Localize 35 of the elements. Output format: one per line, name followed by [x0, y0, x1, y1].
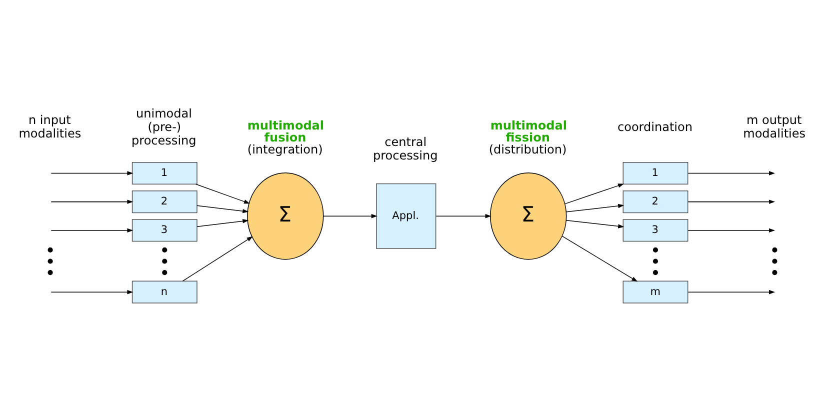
label: coordination	[617, 119, 692, 134]
node-box: 1	[622, 161, 688, 184]
label: n input modalities	[18, 112, 82, 140]
arrow	[182, 236, 253, 281]
arrow	[50, 170, 134, 175]
label: unimodal (pre-) processing	[132, 106, 196, 147]
arrow	[195, 183, 250, 204]
arrow	[564, 183, 624, 204]
arrow	[323, 214, 378, 218]
node-box: n	[132, 280, 198, 303]
arrow	[566, 203, 624, 212]
node-box: 2	[622, 190, 688, 213]
label: multimodal fusion (integration)	[247, 118, 324, 156]
arrow	[562, 235, 638, 282]
label: m output modalities	[743, 112, 806, 140]
arrow	[196, 204, 249, 213]
arrow	[196, 218, 249, 226]
arrow	[688, 228, 776, 232]
node-box: m	[622, 280, 688, 303]
label: central processing	[373, 134, 438, 162]
arrow	[688, 170, 776, 175]
arrow	[436, 214, 492, 218]
node-box: 3	[622, 218, 688, 242]
node-box: Appl.	[376, 182, 436, 248]
arrow	[50, 199, 134, 204]
arrow	[50, 289, 134, 294]
arrow	[688, 199, 776, 204]
arrow	[566, 219, 624, 228]
node-box: 3	[132, 218, 198, 242]
node-box: 1	[132, 161, 198, 184]
label: multimodal fission (distribution)	[488, 118, 568, 156]
node-box: 2	[132, 190, 198, 213]
node-ellipse: Ʃ	[490, 172, 567, 260]
arrow	[50, 228, 134, 232]
arrow	[688, 289, 776, 294]
